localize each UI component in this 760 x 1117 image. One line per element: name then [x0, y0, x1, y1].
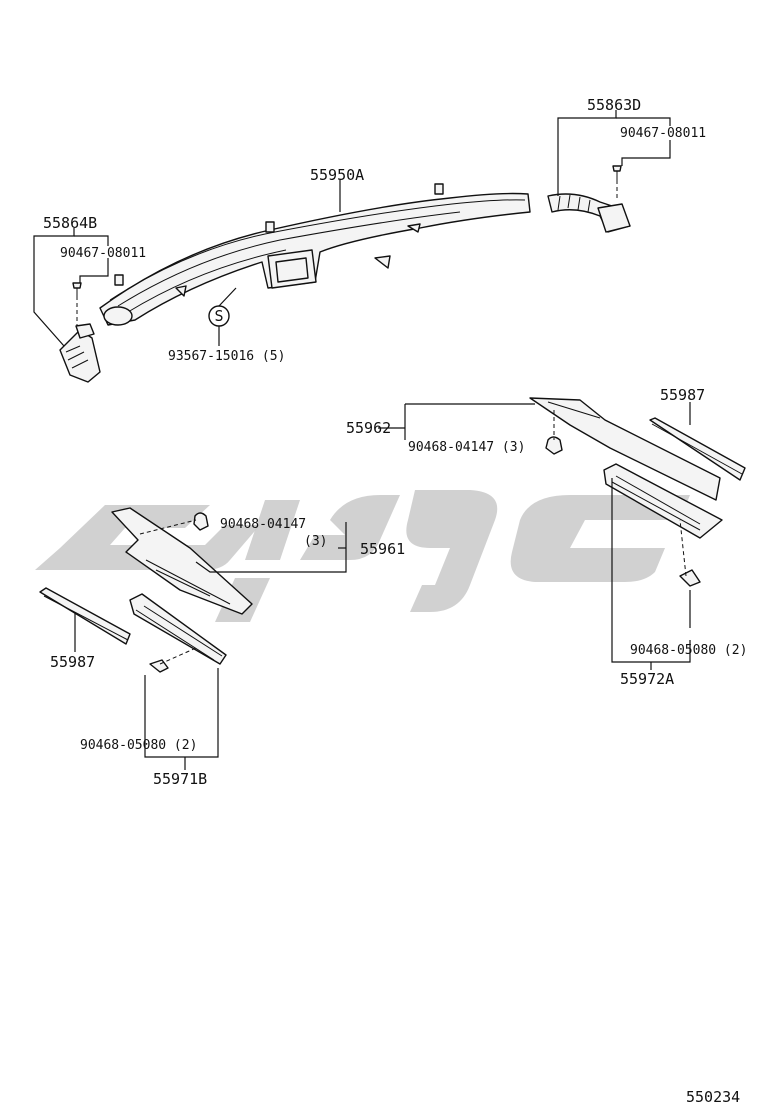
callout-90467-08011-left: 90467-08011	[60, 246, 146, 261]
callout-90468-05080-left: 90468-05080 (2)	[80, 738, 197, 753]
callout-90468-04147-right: 90468-04147 (3)	[408, 440, 525, 455]
clip-icon	[545, 436, 563, 455]
callout-55864B: 55864B	[43, 214, 97, 232]
clip-icon	[149, 659, 169, 673]
callout-55863D: 55863D	[587, 96, 641, 114]
defroster-nozzle-duct	[99, 183, 531, 326]
watermark-logo	[35, 490, 690, 622]
screw-icon	[72, 282, 82, 296]
figure-code: 550234	[686, 1088, 740, 1106]
defroster-nozzle-cover-left	[129, 593, 227, 665]
fastener-guides	[76, 180, 687, 665]
callout-90468-05080-right: 90468-05080 (2)	[630, 643, 747, 658]
cushion-strip-right	[649, 417, 746, 481]
callout-55972A: 55972A	[620, 670, 674, 688]
side-defroster-duct-left	[59, 323, 101, 383]
callout-55961: 55961	[360, 540, 405, 558]
callout-qty-3: (3)	[304, 534, 327, 549]
defroster-nozzle-panel-right	[529, 397, 721, 501]
callout-93567-15016: 93567-15016 (5)	[168, 349, 285, 364]
cushion-strip-left	[39, 587, 131, 645]
callout-55950A: 55950A	[310, 166, 364, 184]
leader-lines	[33, 110, 691, 770]
screw-icon	[612, 165, 622, 180]
callout-55962: 55962	[346, 419, 391, 437]
clip-icon	[193, 512, 209, 531]
clip-icon	[679, 569, 701, 587]
side-defroster-duct-right	[547, 193, 631, 233]
callout-55971B: 55971B	[153, 770, 207, 788]
callout-55987-right: 55987	[660, 386, 705, 404]
defroster-nozzle-cover-right	[603, 463, 723, 539]
standard-part-marker-text: S	[214, 307, 223, 325]
callout-90468-04147-left: 90468-04147	[220, 517, 306, 532]
callout-55987-left: 55987	[50, 653, 95, 671]
defroster-nozzle-panel-left	[111, 507, 253, 615]
callout-90467-08011-top: 90467-08011	[620, 126, 706, 141]
